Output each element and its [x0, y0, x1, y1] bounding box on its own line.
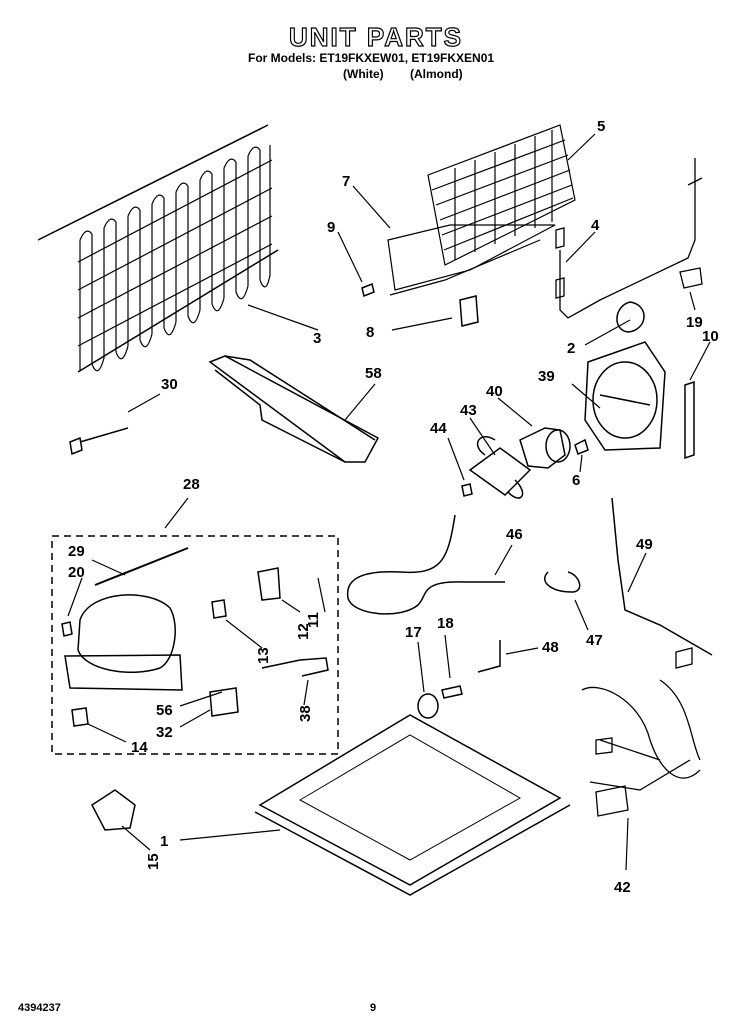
callout-29: 29 [68, 543, 85, 560]
callout-11: 11 [305, 612, 322, 628]
compressor-group-box [51, 535, 339, 755]
callout-39: 39 [538, 368, 555, 385]
callout-1: 1 [160, 833, 168, 850]
callout-48: 48 [542, 639, 559, 656]
page-number: 9 [370, 1002, 377, 1014]
callout-20: 20 [68, 564, 85, 581]
tube-48 [477, 640, 501, 673]
screw-part [361, 282, 375, 298]
callout-4: 4 [591, 217, 600, 234]
callout-30: 30 [161, 376, 178, 393]
callout-43: 43 [460, 402, 477, 419]
drain-tray [208, 355, 380, 463]
callout-labels: 3 5 7 9 4 8 19 2 10 30 58 39 40 43 44 6 … [68, 118, 719, 896]
callout-46: 46 [506, 526, 523, 543]
callout-19: 19 [686, 314, 703, 331]
fan-motor-assembly [461, 427, 589, 499]
sleeve-18 [441, 685, 463, 699]
small-tube [543, 571, 581, 593]
condenser-coil [37, 124, 279, 373]
callout-40: 40 [486, 383, 503, 400]
callout-32: 32 [156, 724, 173, 741]
page-title: UNIT PARTS [288, 21, 464, 52]
tube-part [611, 497, 713, 656]
clip-part [459, 295, 479, 327]
callout-15: 15 [145, 853, 162, 870]
callout-10: 10 [702, 328, 719, 345]
grommet-17 [417, 693, 439, 719]
callout-5: 5 [597, 118, 605, 135]
callout-18: 18 [437, 615, 454, 632]
relay-part [91, 789, 136, 831]
callout-38: 38 [297, 705, 314, 722]
callout-58: 58 [365, 365, 382, 382]
callout-13: 13 [255, 647, 272, 664]
models-line: For Models: ET19FKXEW01, ET19FKXEN01 [248, 51, 495, 65]
fan-shroud [584, 341, 666, 451]
color-almond: (Almond) [410, 67, 463, 81]
doc-number: 4394237 [18, 1002, 61, 1014]
callout-49: 49 [636, 536, 653, 553]
callout-8: 8 [366, 324, 374, 341]
callout-56: 56 [156, 702, 173, 719]
callout-14: 14 [131, 739, 148, 756]
callout-9: 9 [327, 219, 335, 236]
callout-7: 7 [342, 173, 350, 190]
callout-44: 44 [430, 420, 447, 437]
evaporator-assembly [387, 124, 576, 296]
callout-6: 6 [572, 472, 580, 489]
callout-42: 42 [614, 879, 631, 896]
sensor-wire [555, 158, 703, 319]
grommet-part [616, 301, 645, 333]
leader-lines [67, 133, 711, 871]
compressor-assembly [61, 547, 329, 727]
callout-17: 17 [405, 624, 422, 641]
callout-3: 3 [313, 330, 321, 347]
callout-47: 47 [586, 632, 603, 649]
tubing-part [346, 514, 505, 615]
gasket-strip [684, 380, 695, 460]
callout-12: 12 [295, 623, 312, 640]
callout-2: 2 [567, 340, 575, 357]
cable-tie [69, 427, 129, 456]
base-pan [254, 714, 571, 896]
color-white: (White) [343, 67, 384, 81]
callout-28: 28 [183, 476, 200, 493]
wiring-harness [581, 647, 701, 817]
